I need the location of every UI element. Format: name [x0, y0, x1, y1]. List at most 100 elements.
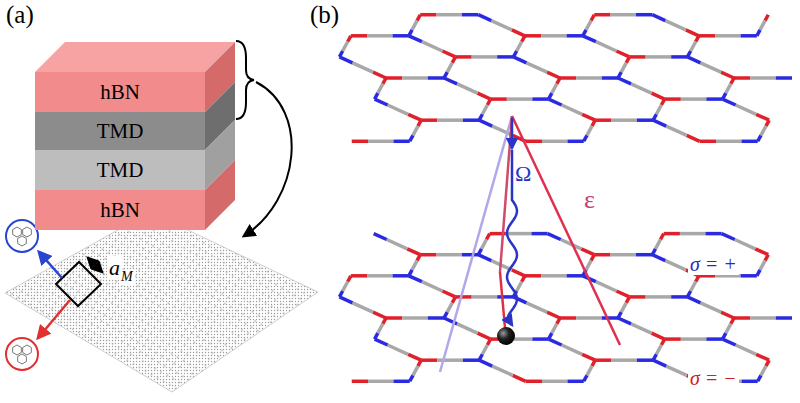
- lattice-bond: [706, 337, 722, 341]
- lattice-bond: [618, 318, 631, 324]
- lattice-bond: [583, 36, 596, 42]
- lattice-bond: [621, 303, 626, 312]
- lattice-bond: [394, 140, 410, 144]
- lattice-bond: [512, 270, 525, 276]
- hexagon-icon: [23, 227, 32, 237]
- lattice-bond: [756, 114, 769, 120]
- lattice-bond: [652, 93, 665, 99]
- lattice-bond: [646, 295, 672, 299]
- curly-brace: [236, 41, 254, 119]
- lattice-bond: [736, 105, 756, 114]
- lattice-bond: [594, 253, 610, 257]
- lattice-bond: [776, 76, 792, 80]
- lattice-bond: [636, 253, 652, 257]
- lattice-bond: [742, 380, 758, 384]
- lattice-bond: [741, 274, 757, 278]
- lattice-bond: [760, 261, 765, 270]
- lattice-bond: [595, 358, 611, 362]
- lattice-bond: [721, 72, 734, 78]
- lattice-constant-arrow: [88, 258, 102, 272]
- lattice-bond: [760, 21, 765, 30]
- lattice-subscript: M: [119, 270, 135, 285]
- sublattice-label: σ = +: [688, 254, 739, 275]
- lattice-bond: [378, 84, 383, 93]
- lattice-bond: [602, 76, 618, 80]
- lattice-bond: [568, 380, 584, 384]
- hexagon-icon: [13, 345, 22, 355]
- lattice-bond: [595, 118, 611, 122]
- lattice-bond: [343, 282, 348, 291]
- hexagon-icons: [13, 227, 32, 364]
- lattice-bond: [591, 15, 594, 21]
- lattice-bond: [568, 140, 584, 144]
- lattice-bond: [410, 375, 413, 381]
- field-symbol: ε: [584, 186, 595, 213]
- lattice-bond: [655, 240, 660, 249]
- lattice-bond: [421, 358, 437, 362]
- lattice-bond: [716, 140, 742, 144]
- lattice-bond: [352, 303, 372, 312]
- lattice-bond: [618, 78, 631, 84]
- lattice-bond: [486, 234, 489, 240]
- lattice-bond: [482, 345, 487, 354]
- lattice-bond: [715, 34, 741, 38]
- lattice-bond: [584, 375, 587, 381]
- lattice-bond: [547, 72, 560, 78]
- lattice-bond: [512, 30, 525, 36]
- lattice-bond: [463, 358, 479, 362]
- lattice-bond: [664, 232, 680, 236]
- lattice-bond: [656, 345, 661, 354]
- lattice-bond: [497, 295, 513, 299]
- lattice-bond: [761, 366, 766, 375]
- lattice-bond: [532, 337, 548, 341]
- lattice-bond: [526, 303, 546, 312]
- lattice-bond: [455, 295, 471, 299]
- lattice-bond: [525, 34, 541, 38]
- lattice-bond: [665, 337, 681, 341]
- panel-label: (a): [6, 2, 34, 28]
- lattice-bond: [665, 97, 681, 101]
- lattice-bond: [393, 274, 409, 278]
- frequency-symbol: Ω: [515, 162, 531, 185]
- hexagon-icon: [23, 345, 32, 355]
- lattice-bond: [637, 358, 653, 362]
- lattice-bond: [581, 249, 594, 255]
- lattice-bond: [463, 118, 479, 122]
- lattice-bond: [631, 324, 651, 333]
- lattice-bond: [758, 375, 761, 381]
- lattice-bond: [757, 30, 760, 36]
- lattice-bond: [472, 55, 498, 59]
- lattice-bond: [691, 282, 696, 291]
- lattice-bond: [513, 375, 526, 381]
- hexagon-icon: [18, 236, 27, 246]
- lattice-bond: [547, 312, 560, 318]
- hopping-line: [500, 116, 512, 272]
- lattice-bond: [652, 255, 665, 261]
- lattice-bond: [576, 76, 602, 80]
- lattice-bond: [755, 249, 768, 255]
- valley-arrow: [38, 300, 70, 338]
- layer-box: TMD: [35, 150, 205, 190]
- lattice-bond: [367, 34, 393, 38]
- lattice-bond: [351, 274, 367, 278]
- lattice-bond: [447, 63, 452, 72]
- lattice-bond: [526, 140, 542, 144]
- lattice-bond: [734, 316, 750, 320]
- lattice-bond: [386, 316, 402, 320]
- lattice-bond: [374, 234, 387, 240]
- lattice-bond: [549, 339, 562, 345]
- lattice-bond: [457, 324, 477, 333]
- lattice-bond: [610, 253, 636, 257]
- lattice-bond: [671, 295, 687, 299]
- lattice-bond: [560, 76, 576, 80]
- lattice-bond: [378, 324, 383, 333]
- lattice-bond: [726, 84, 731, 93]
- lattice-bond: [525, 274, 541, 278]
- lattice-bond: [723, 99, 736, 105]
- lattice-bond: [757, 270, 760, 276]
- lattice-bond: [548, 234, 561, 240]
- lattice-bond: [741, 34, 757, 38]
- lattice-bond: [653, 120, 666, 126]
- lattice-bond: [705, 232, 721, 236]
- layer-box: hBN: [35, 72, 205, 112]
